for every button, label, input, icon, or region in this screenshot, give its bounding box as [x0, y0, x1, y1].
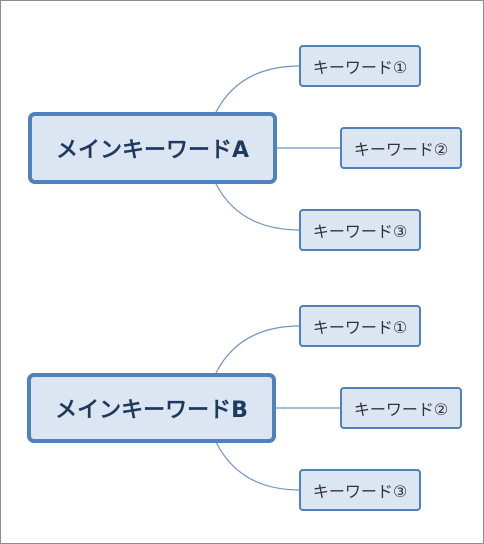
connector-b-1	[215, 325, 301, 374]
connector-b-3	[215, 441, 301, 491]
connector-a-3	[215, 183, 301, 231]
keyword-a-3-node: キーワード③	[299, 209, 421, 251]
keyword-b-3-node: キーワード③	[299, 469, 421, 511]
connector-a-1	[215, 65, 301, 113]
main-keyword-b-node: メインキーワードB	[27, 373, 276, 443]
keyword-a-2-node: キーワード②	[340, 127, 462, 169]
keyword-a-1-node: キーワード①	[299, 45, 421, 87]
main-keyword-a-node: メインキーワードA	[28, 112, 277, 184]
keyword-b-2-node: キーワード②	[340, 387, 462, 429]
keyword-b-1-node: キーワード①	[299, 305, 421, 347]
